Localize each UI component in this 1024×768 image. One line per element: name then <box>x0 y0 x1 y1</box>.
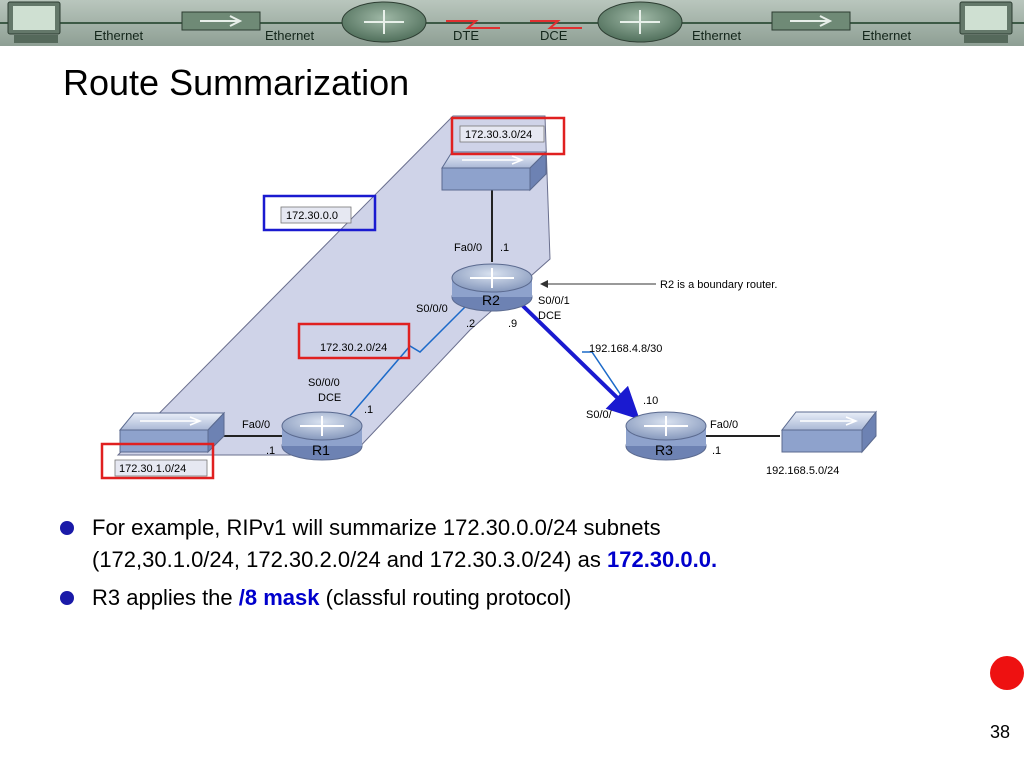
interface-label: S0/0/0 <box>308 377 340 389</box>
serial-link-r1-r2 <box>347 301 471 419</box>
bullet-list: For example, RIPv1 will summarize 172.30… <box>58 512 958 620</box>
bullet-text: (172,30.1.0/24, 172.30.2.0/24 and 172.30… <box>92 547 607 572</box>
bullet-item: For example, RIPv1 will summarize 172.30… <box>58 512 958 576</box>
router-icon <box>451 263 533 312</box>
interface-ip: .1 <box>500 242 509 254</box>
bullet-item: R3 applies the /8 mask (classful routing… <box>58 582 958 614</box>
interface-label: Fa0/0 <box>710 419 738 431</box>
network-label: 172.30.1.0/24 <box>119 463 186 475</box>
bullet-highlight: /8 mask <box>238 585 320 610</box>
interface-ip: .1 <box>364 404 373 416</box>
interface-label: Fa0/0 <box>454 242 482 254</box>
bullet-dot <box>60 521 74 535</box>
banner-label: DTE <box>453 28 479 43</box>
interface-dce: DCE <box>538 310 561 322</box>
network-label: 192.168.5.0/24 <box>766 465 839 477</box>
bullet-text: (classful routing protocol) <box>319 585 572 610</box>
network-label: 192.168.4.8/30 <box>589 343 662 355</box>
highlight-box-red <box>297 322 411 360</box>
bullet-text: For example, RIPv1 will summarize 172.30… <box>92 515 661 540</box>
record-indicator <box>990 656 1024 690</box>
network-label: 172.30.3.0/24 <box>465 129 532 141</box>
interface-ip: .1 <box>712 445 721 457</box>
route-advert-arrow <box>520 303 640 420</box>
network-label: 172.30.2.0/24 <box>320 342 387 354</box>
interface-label: S0/0/1 <box>538 295 570 307</box>
banner-label: Ethernet <box>265 28 315 43</box>
interface-ip: .1 <box>266 445 275 457</box>
router-icon <box>281 411 363 461</box>
highlight-box-blue <box>262 194 377 232</box>
summary-network-label: 172.30.0.0 <box>286 210 338 222</box>
topology-diagram: R2 R1 R3 172.30.3.0/24 172.30.0.0 172.30… <box>0 100 1024 500</box>
pc-icon <box>959 1 1013 43</box>
interface-label: Fa0/0 <box>242 419 270 431</box>
bullet-dot <box>60 591 74 605</box>
switch-icon <box>780 410 878 454</box>
summary-area <box>116 115 551 456</box>
interface-ip: .10 <box>643 395 658 407</box>
interface-label: S0/0/ <box>586 409 613 421</box>
page-title: Route Summarization <box>63 62 410 103</box>
top-banner: Ethernet Ethernet DTE DCE Ethernet Ether… <box>0 0 1024 46</box>
router-label-r2: R2 <box>482 292 500 308</box>
router-icon <box>625 411 707 461</box>
boundary-note: R2 is a boundary router. <box>660 279 777 291</box>
interface-ip: .9 <box>508 318 517 330</box>
banner-label: Ethernet <box>862 28 912 43</box>
router-icon <box>341 1 427 43</box>
switch-icon <box>181 11 261 31</box>
interface-ip: .2 <box>466 318 475 330</box>
switch-icon <box>441 150 548 192</box>
pc-icon <box>7 1 61 43</box>
bullet-text: R3 applies the <box>92 585 239 610</box>
banner-label: DCE <box>540 28 568 43</box>
banner-label: Ethernet <box>94 28 144 43</box>
page-number: 38 <box>990 722 1011 742</box>
highlight-box-red <box>450 116 566 156</box>
banner-label: Ethernet <box>692 28 742 43</box>
router-icon <box>597 1 683 43</box>
interface-dce: DCE <box>318 392 341 404</box>
interface-label: S0/0/0 <box>416 303 448 315</box>
switch-icon <box>771 11 851 31</box>
router-label-r1: R1 <box>312 442 330 458</box>
router-label-r3: R3 <box>655 442 673 458</box>
switch-icon <box>118 411 226 454</box>
bullet-highlight: 172.30.0.0. <box>606 547 718 572</box>
highlight-box-red <box>100 442 215 480</box>
serial-link-icon <box>446 20 582 29</box>
